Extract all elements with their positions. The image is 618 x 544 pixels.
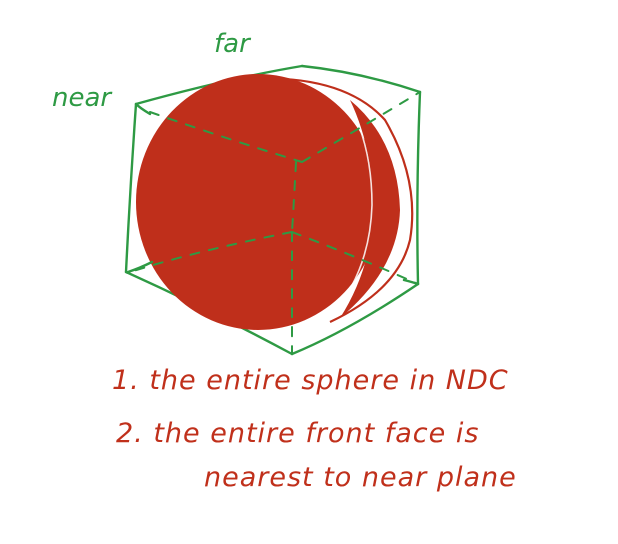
- near-label: near: [52, 83, 113, 113]
- cube-hidden-edges: [129, 91, 421, 355]
- note-1: 1. the entire sphere in NDC: [112, 365, 509, 396]
- sphere-back-rim: [229, 77, 414, 323]
- note-2: 2. the entire front face is: [116, 418, 479, 449]
- cube-corner-ticks: [126, 260, 420, 286]
- sphere-highlight-edge: [331, 109, 373, 316]
- sphere-right-bulge: [340, 100, 400, 318]
- sphere: [136, 74, 380, 330]
- note-3: nearest to near plane: [204, 462, 517, 493]
- far-label: far: [214, 29, 252, 59]
